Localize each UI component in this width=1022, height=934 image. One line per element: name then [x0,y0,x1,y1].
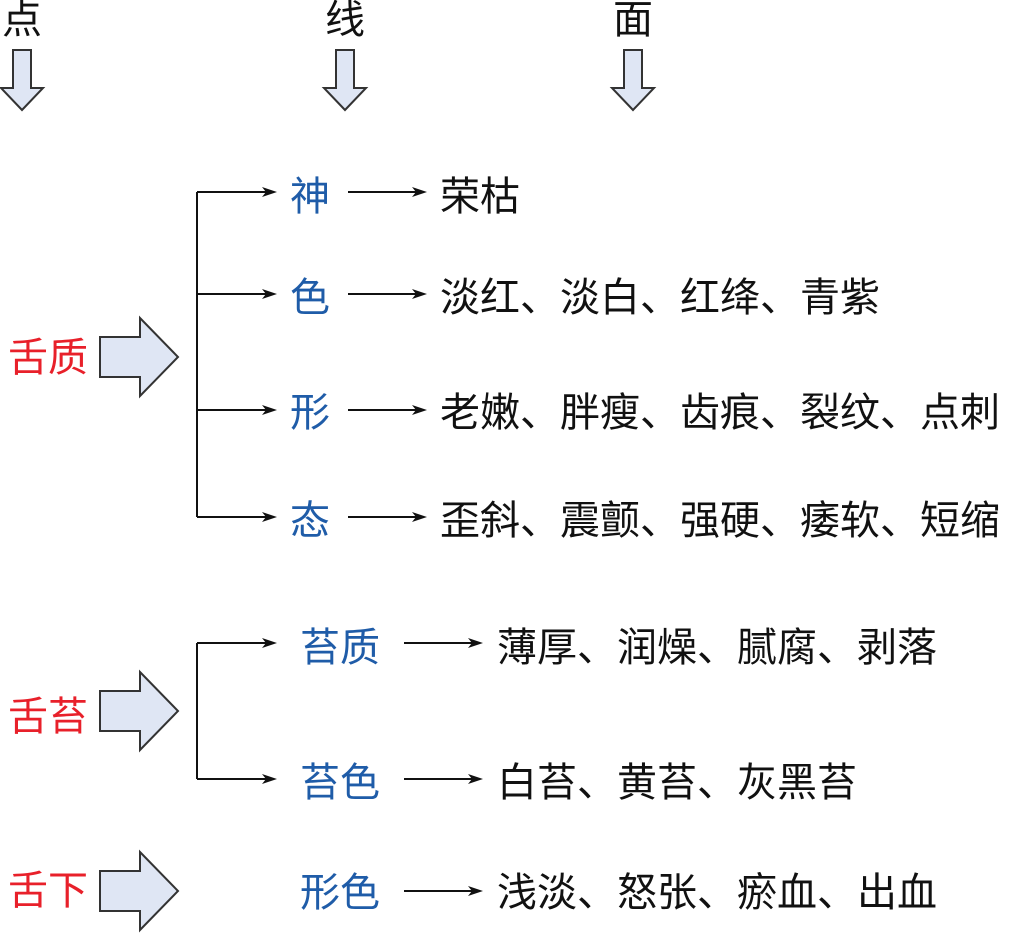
header-dot: 点 [2,0,42,43]
detail-arrow [348,187,427,197]
branch-label: 色 [290,275,330,321]
branch-arrow [197,512,277,522]
detail-arrow [348,405,427,415]
branch-label: 苔色 [300,760,380,806]
detail-text: 白苔、黄苔、灰黑苔 [497,760,857,806]
down-arrow-line [321,49,369,112]
detail-arrow [348,512,427,522]
branch-arrow [197,638,277,648]
branch-arrow [197,187,277,197]
category-label-tongue-body: 舌质 [8,335,88,381]
branch-label: 形色 [300,870,380,916]
detail-text: 薄厚、润燥、腻腐、剥落 [497,625,937,671]
right-arrow-under-tongue [99,849,180,933]
branch-label: 苔质 [300,625,380,671]
detail-text: 荣枯 [440,174,520,220]
header-line: 线 [325,0,365,43]
category-label-tongue-coating: 舌苔 [8,694,88,740]
detail-text: 淡红、淡白、红绛、青紫 [440,275,880,321]
category-label-under-tongue: 舌下 [8,868,88,914]
header-surface: 面 [613,0,653,43]
branch-label: 形 [290,390,330,436]
detail-text: 浅淡、怒张、瘀血、出血 [497,870,937,916]
branch-label: 态 [290,498,330,544]
detail-text: 老嫩、胖瘦、齿痕、裂纹、点刺 [440,390,1000,436]
branch-arrow [197,405,277,415]
right-arrow-tongue-coating [99,669,180,753]
branch-label: 神 [290,174,330,220]
detail-arrow [404,638,483,648]
down-arrow-dot [0,49,46,112]
branch-arrow [197,289,277,299]
detail-text: 歪斜、震颤、强硬、痿软、短缩 [440,498,1000,544]
right-arrow-tongue-body [99,315,180,399]
detail-arrow [404,774,483,784]
detail-arrow [404,886,483,896]
branch-arrow [197,774,277,784]
down-arrow-surface [609,49,657,112]
detail-arrow [348,289,427,299]
